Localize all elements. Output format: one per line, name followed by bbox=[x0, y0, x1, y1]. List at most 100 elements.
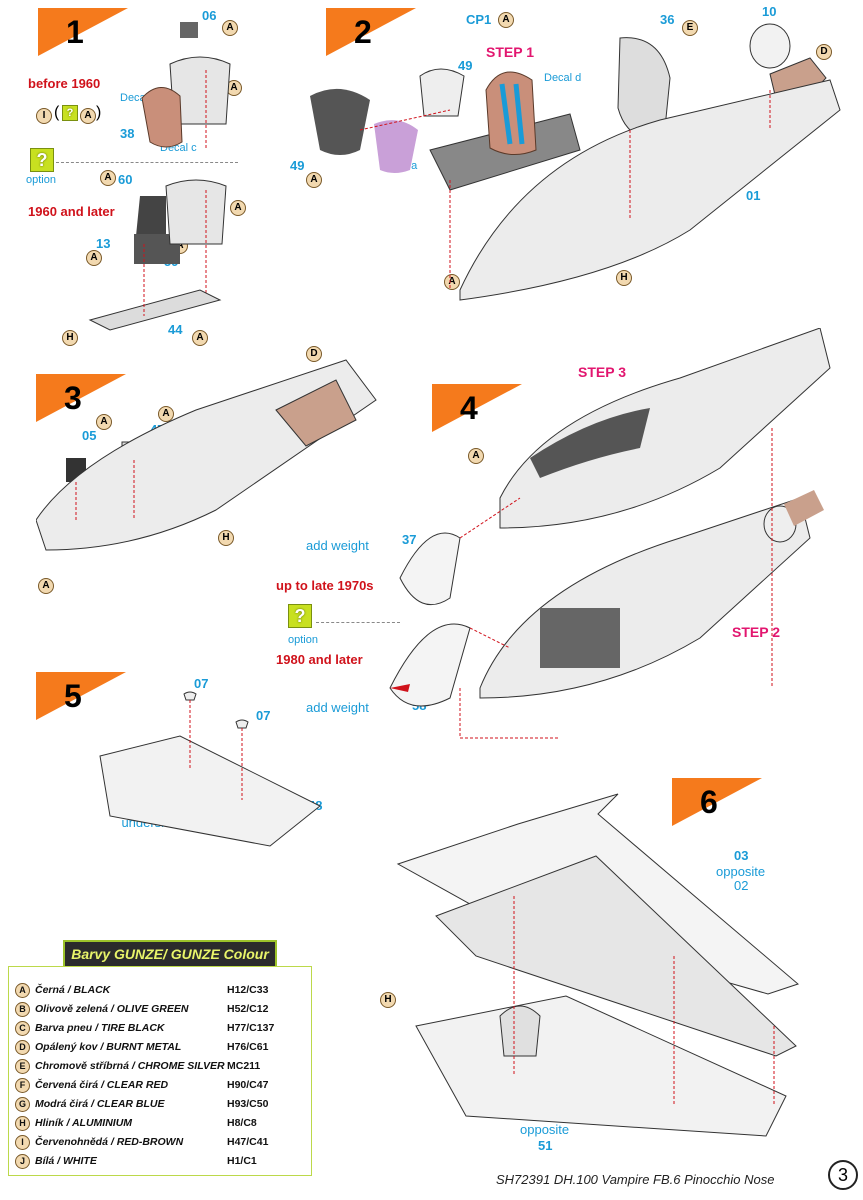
divider-dashed bbox=[56, 162, 238, 163]
paint-h-badge: H bbox=[616, 270, 632, 286]
paint-e-badge: E bbox=[682, 20, 698, 36]
paren-open: ( bbox=[54, 104, 60, 121]
step-1-number: 1 bbox=[66, 14, 84, 50]
step-5-drawing bbox=[99, 691, 321, 847]
part-07b: 07 bbox=[256, 708, 271, 723]
paint-a-badge: A bbox=[306, 172, 322, 188]
step-4-number: 4 bbox=[460, 390, 478, 426]
part-10: 10 bbox=[762, 4, 777, 19]
paint-a-badge: A bbox=[86, 250, 102, 266]
step-3-flag: 3 bbox=[36, 374, 126, 422]
part-06: 06 bbox=[202, 8, 217, 23]
part-37: 37 bbox=[402, 532, 417, 547]
paint-a-badge: A bbox=[100, 170, 116, 186]
legend-code: H76/C61 bbox=[227, 1041, 269, 1053]
legend-key: B bbox=[15, 1002, 30, 1017]
step-2-drawing bbox=[310, 23, 841, 301]
legend-key: E bbox=[15, 1059, 30, 1074]
paint-a-badge: A bbox=[158, 406, 174, 422]
step-6-number: 6 bbox=[700, 784, 718, 820]
step-3-ref: STEP 3 bbox=[578, 364, 626, 380]
part-60: 60 bbox=[118, 172, 133, 187]
legend-name: Červenohnědá / RED-BROWN bbox=[35, 1136, 184, 1148]
step-4-flag: 4 bbox=[432, 384, 522, 432]
part-01: 01 bbox=[746, 188, 761, 203]
legend-key: F bbox=[15, 1078, 30, 1093]
step-2-ref: STEP 2 bbox=[732, 624, 780, 640]
legend-code: H90/C47 bbox=[227, 1079, 269, 1091]
step-5-flag: 5 bbox=[36, 672, 126, 720]
part-36: 36 bbox=[660, 12, 675, 27]
paint-a-badge: A bbox=[38, 578, 54, 594]
step-4-drawing bbox=[389, 328, 831, 739]
step-2-flag: 2 bbox=[326, 8, 416, 56]
paint-h-badge: H bbox=[218, 530, 234, 546]
legend-name: Červená čirá / CLEAR RED bbox=[35, 1079, 169, 1091]
step-1-drawing bbox=[88, 22, 231, 331]
step-3-drawing bbox=[36, 359, 377, 551]
paint-a-badge: A bbox=[96, 414, 112, 430]
legend-code: H93/C50 bbox=[227, 1098, 269, 1110]
legend-name: Bílá / WHITE bbox=[35, 1155, 97, 1167]
label-1980-and-later: 1980 and later bbox=[276, 652, 363, 667]
legend-name: Černá / BLACK bbox=[35, 984, 111, 996]
option-label: option bbox=[288, 634, 318, 646]
legend-row: J Bílá / WHITE H1/C1 bbox=[9, 1152, 309, 1171]
legend-code: MC211 bbox=[227, 1060, 261, 1072]
legend-key: D bbox=[15, 1040, 30, 1055]
step-6-flag: 6 bbox=[672, 778, 762, 826]
legend-name: Hliník / ALUMINIUM bbox=[35, 1117, 133, 1129]
label-1960-and-later: 1960 and later bbox=[28, 204, 115, 219]
paint-a-badge: A bbox=[230, 200, 246, 216]
legend-key: C bbox=[15, 1021, 30, 1036]
part-38: 38 bbox=[120, 126, 135, 141]
page-number: 3 bbox=[828, 1160, 858, 1190]
paint-d-badge: D bbox=[306, 346, 322, 362]
option-question-icon: ? bbox=[30, 148, 54, 172]
legend-code: H77/C137 bbox=[227, 1022, 275, 1034]
part-49: 49 bbox=[458, 58, 473, 73]
legend-row: D Opálený kov / BURNT METAL H76/C61 bbox=[9, 1038, 309, 1057]
legend-row: B Olivově zelená / OLIVE GREEN H52/C12 bbox=[9, 1000, 309, 1019]
part-02: 02 bbox=[734, 878, 749, 893]
paint-h-badge: H bbox=[380, 992, 396, 1008]
step-1-ref: STEP 1 bbox=[486, 44, 534, 60]
part-51: 51 bbox=[538, 1138, 553, 1153]
opposite-label-top: opposite bbox=[716, 864, 766, 879]
legend-row: H Hliník / ALUMINIUM H8/C8 bbox=[9, 1114, 309, 1133]
legend-name: Olivově zelená / OLIVE GREEN bbox=[35, 1003, 189, 1015]
add-weight-label-2: add weight bbox=[306, 700, 369, 715]
paint-a-badge: A bbox=[222, 20, 238, 36]
paint-a-badge: A bbox=[444, 274, 460, 290]
paren-close: ) bbox=[96, 104, 102, 121]
option-question-icon: ? bbox=[288, 604, 312, 628]
part-05: 05 bbox=[82, 428, 97, 443]
paint-a-badge: A bbox=[498, 12, 514, 28]
legend-name: Modrá čirá / CLEAR BLUE bbox=[35, 1098, 165, 1110]
cp1-label: CP1 bbox=[466, 12, 492, 27]
paint-d-badge: D bbox=[816, 44, 832, 60]
part-03: 03 bbox=[734, 848, 749, 863]
legend-key: G bbox=[15, 1097, 30, 1112]
legend-name: Opálený kov / BURNT METAL bbox=[35, 1041, 182, 1053]
legend-row: E Chromově stříbrná / CHROME SILVER MC21… bbox=[9, 1057, 309, 1076]
legend-name: Barva pneu / TIRE BLACK bbox=[35, 1022, 165, 1034]
legend-name: Chromově stříbrná / CHROME SILVER bbox=[35, 1060, 225, 1072]
legend-code: H8/C8 bbox=[227, 1117, 257, 1129]
legend-row: F Červená čirá / CLEAR RED H90/C47 bbox=[9, 1076, 309, 1095]
decal-d-label: Decal d bbox=[544, 72, 582, 84]
legend-code: H47/C41 bbox=[227, 1136, 269, 1148]
paint-h-badge: H bbox=[62, 330, 78, 346]
step-6-drawing bbox=[396, 793, 799, 1137]
part-13: 13 bbox=[96, 236, 111, 251]
part-07a: 07 bbox=[194, 676, 209, 691]
paint-a-badge: A bbox=[192, 330, 208, 346]
legend-row: C Barva pneu / TIRE BLACK H77/C137 bbox=[9, 1019, 309, 1038]
option-label: option bbox=[26, 174, 56, 186]
part-44: 44 bbox=[168, 322, 183, 337]
label-up-to-late-1970s: up to late 1970s bbox=[276, 578, 374, 593]
legend-code: H12/C33 bbox=[227, 984, 269, 996]
legend-code: H1/C1 bbox=[227, 1155, 257, 1167]
label-before-1960: before 1960 bbox=[28, 76, 101, 91]
legend-row: I Červenohnědá / RED-BROWN H47/C41 bbox=[9, 1133, 309, 1152]
